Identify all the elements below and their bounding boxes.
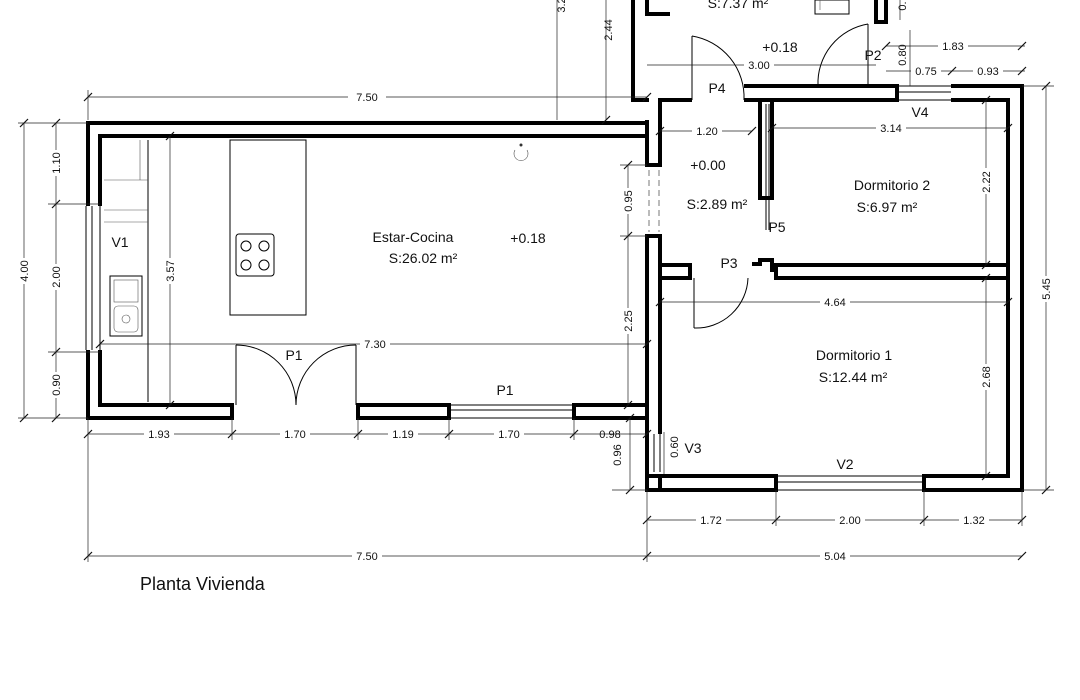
dim-left-200: 2.00 — [51, 266, 63, 287]
wall-estar-top — [98, 120, 649, 206]
door-p1-arc — [235, 344, 297, 406]
opening-labels: V1 P1 P1 P4 P2 V4 P5 P3 V3 V2 — [111, 47, 928, 472]
wall-bath-right-stub — [874, 0, 888, 24]
doors — [235, 23, 869, 406]
dim-dorm2-222: 2.22 — [981, 171, 993, 192]
burner — [258, 259, 270, 271]
sink-drainboard — [113, 279, 139, 303]
bath-fixture — [814, 0, 850, 15]
windows — [85, 85, 951, 491]
cooktop — [235, 233, 275, 277]
ceiling-light-dot — [519, 143, 523, 147]
room-level-estar: +0.18 — [510, 230, 546, 246]
label-p2: P2 — [864, 47, 881, 63]
dim-dorm1-268: 2.68 — [981, 366, 993, 387]
wall-estar-left-bottom — [86, 350, 234, 420]
wall-dorm1-bottom-left — [645, 474, 778, 492]
wall-estar-bottom-mid — [356, 403, 451, 420]
dim-left-090: 0.90 — [51, 374, 63, 395]
dim-total-750: 7.50 — [356, 551, 377, 563]
kitchen-island — [229, 139, 307, 316]
room-labels: Estar-Cocina S:26.02 m² +0.18 +0.00 S:2.… — [373, 0, 931, 385]
label-v4: V4 — [911, 104, 928, 120]
dim-top-080: 0.80 — [897, 44, 909, 65]
dim-left-110: 1.10 — [51, 152, 63, 173]
dim-top-093: 0.93 — [977, 66, 998, 78]
label-v2: V2 — [836, 456, 853, 472]
dim-mid-225: 2.25 — [623, 310, 635, 331]
wall-spine-upper — [645, 98, 692, 167]
dim-bot-170a: 1.70 — [284, 429, 305, 441]
room-area-dorm1: S:12.44 m² — [819, 369, 888, 385]
dim-kitchen-357: 3.57 — [165, 260, 177, 281]
label-p5: P5 — [768, 219, 785, 235]
dim-top-075: 0.75 — [915, 66, 936, 78]
wall-estar-left-bottom-inner — [98, 350, 234, 420]
label-v1: V1 — [111, 234, 128, 250]
room-area-estar: S:26.02 m² — [389, 250, 458, 266]
dim-top-partial: 3.2 — [556, 0, 568, 13]
label-p3: P3 — [720, 255, 737, 271]
wall-estar-bottom-right — [572, 403, 649, 420]
burner — [258, 240, 270, 252]
wall-dorm-divider — [774, 263, 1010, 280]
dim-top-183: 1.83 — [942, 41, 963, 53]
dim-bot-098: 0.98 — [599, 429, 620, 441]
dim-bot-172: 1.72 — [700, 515, 721, 527]
dim-top-300: 3.00 — [748, 60, 769, 72]
walls — [86, 0, 1024, 492]
dimension-labels: 7.50 2.44 3.2 3.00 1.83 0.80 0. 0.75 0.9… — [18, 0, 1053, 563]
dim-left-400: 4.00 — [19, 260, 31, 281]
dim-hall-120: 1.20 — [696, 126, 717, 138]
wall-p3-stub — [752, 258, 774, 272]
ceiling-light — [513, 149, 529, 161]
wall-hall-top — [744, 84, 899, 102]
label-v3: V3 — [684, 440, 701, 456]
wall-bath-left-inner — [645, 0, 670, 16]
room-name-dorm1: Dormitorio 1 — [816, 347, 892, 363]
dim-v3-060: 0.60 — [669, 436, 681, 457]
dim-bot-132: 1.32 — [963, 515, 984, 527]
burner — [240, 240, 252, 252]
room-level-hall: +0.00 — [690, 157, 726, 173]
label-p1-window: P1 — [496, 382, 513, 398]
room-name-dorm2: Dormitorio 2 — [854, 177, 930, 193]
door-p1-arc — [295, 344, 357, 406]
room-area-dorm2: S:6.97 m² — [857, 199, 918, 215]
room-area-bath: S:7.37 m² — [708, 0, 769, 11]
room-area-hall: S:2.89 m² — [687, 196, 748, 212]
burner — [240, 259, 252, 271]
dim-bot-200: 2.00 — [839, 515, 860, 527]
wall-spine-mid — [645, 234, 692, 278]
dim-bot-170b: 1.70 — [498, 429, 519, 441]
dim-top-750: 7.50 — [356, 92, 377, 104]
room-name-estar: Estar-Cocina — [373, 229, 454, 245]
wall-bath-left — [631, 0, 649, 102]
sink-drain — [121, 314, 131, 324]
dim-mid-095: 0.95 — [623, 190, 635, 211]
sink — [109, 275, 143, 337]
wall-dorm2-right-inner — [922, 98, 1010, 492]
dim-top-244: 2.44 — [603, 19, 615, 40]
room-level-bath: +0.18 — [762, 39, 798, 55]
dim-bot-193: 1.93 — [148, 429, 169, 441]
label-p4: P4 — [708, 80, 725, 96]
sink-basin — [113, 305, 139, 333]
dim-dorm2-314: 3.14 — [880, 123, 901, 135]
dim-bot-119: 1.19 — [392, 429, 413, 441]
label-p1-door: P1 — [285, 347, 302, 363]
dim-right-545: 5.45 — [1041, 278, 1053, 299]
dim-dorm1-464: 4.64 — [824, 297, 845, 309]
wall-dorm2-right-top — [922, 84, 1024, 492]
dim-v3-096: 0.96 — [612, 444, 624, 465]
dim-top-0-partial: 0. — [897, 1, 909, 10]
dim-total-504: 5.04 — [824, 551, 845, 563]
dim-mid-730: 7.30 — [364, 339, 385, 351]
plan-title: Planta Vivienda — [140, 574, 266, 594]
fixtures — [104, 0, 850, 402]
door-p2-arc — [817, 23, 869, 87]
door-p4-arc — [691, 35, 745, 101]
door-p3-arc — [693, 277, 749, 329]
